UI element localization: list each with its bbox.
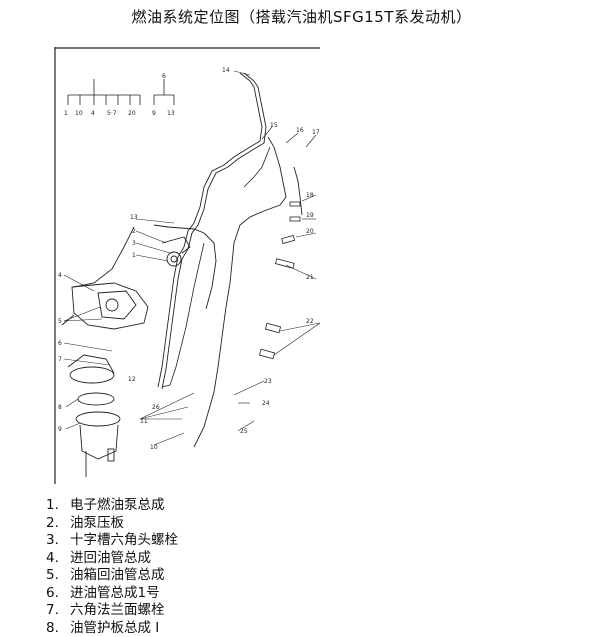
callout-20: 20 — [306, 228, 314, 235]
legend-item: 6.进油管总成1号 — [46, 585, 178, 603]
callout-12: 12 — [128, 376, 136, 383]
callout-23: 23 — [264, 378, 272, 385]
legend-item: 1.电子燃油泵总成 — [46, 497, 178, 515]
callout-11: 11 — [140, 418, 148, 425]
scale-label: 20 — [128, 110, 136, 117]
callout-5: 5 — [58, 318, 62, 325]
legend-number: 1. — [46, 497, 70, 515]
legend-number: 5. — [46, 567, 70, 585]
legend-item: 3.十字槽六角头螺栓 — [46, 532, 178, 550]
legend-label: 油管护板总成 I — [70, 620, 159, 637]
legend-label: 六角法兰面螺栓 — [70, 602, 165, 620]
callout-2: 2 — [132, 228, 136, 235]
callout-17: 17 — [312, 129, 320, 136]
legend-label: 进油管总成1号 — [70, 585, 160, 603]
legend-label: 油箱回油管总成 — [70, 567, 165, 585]
scale-label: 13 — [167, 110, 175, 117]
scale-label: 9 — [152, 110, 156, 117]
callout-15: 15 — [270, 122, 278, 129]
scale-bracket — [68, 79, 174, 105]
scale-label: 4 — [91, 110, 95, 117]
callout-3: 3 — [132, 240, 136, 247]
scale-label: 10 — [75, 110, 83, 117]
legend-label: 油泵压板 — [70, 515, 124, 533]
callout-6: 6 — [58, 340, 62, 347]
legend-number: 7. — [46, 602, 70, 620]
legend-label: 十字槽六角头螺栓 — [70, 532, 178, 550]
legend-item: 8.油管护板总成 I — [46, 620, 178, 637]
legend-item: 2.油泵压板 — [46, 515, 178, 533]
legend-label: 进回油管总成 — [70, 550, 151, 568]
callout-10: 10 — [150, 444, 158, 451]
scale-label: 5·7 — [107, 110, 117, 117]
callout-25: 25 — [240, 428, 248, 435]
fuel-sender-unit — [68, 355, 120, 477]
scale-label: 1 — [64, 110, 68, 117]
callout-16: 16 — [296, 127, 304, 134]
pump-assembly — [62, 283, 148, 329]
legend-number: 3. — [46, 532, 70, 550]
callout-18: 18 — [306, 192, 314, 199]
legend-number: 4. — [46, 550, 70, 568]
callout-22: 22 — [306, 318, 314, 325]
legend-number: 6. — [46, 585, 70, 603]
callout-4: 4 — [58, 272, 62, 279]
callout-9: 9 — [58, 426, 62, 433]
fuel-system-diagram: 1 10 4 5·7 20 6 9 13 — [54, 47, 320, 484]
callout-19: 19 — [306, 212, 314, 219]
scale-label: 6 — [162, 73, 166, 80]
parts-legend: 1.电子燃油泵总成 2.油泵压板 3.十字槽六角头螺栓 4.进回油管总成 5.油… — [46, 497, 178, 637]
page-title: 燃油系统定位图（搭载汽油机SFG15T系发动机） — [0, 6, 603, 27]
callout-21: 21 — [306, 274, 314, 281]
fuel-lines — [74, 73, 302, 447]
callout-8: 8 — [58, 404, 62, 411]
callout-24: 24 — [262, 400, 270, 407]
legend-item: 7.六角法兰面螺栓 — [46, 602, 178, 620]
legend-item: 5.油箱回油管总成 — [46, 567, 178, 585]
callout-1: 1 — [132, 252, 136, 259]
callout-26: 26 — [152, 404, 160, 411]
callout-13: 13 — [130, 214, 138, 221]
legend-number: 2. — [46, 515, 70, 533]
legend-item: 4.进回油管总成 — [46, 550, 178, 568]
legend-label: 电子燃油泵总成 — [70, 497, 165, 515]
callout-7: 7 — [58, 356, 62, 363]
callout-14: 14 — [222, 67, 230, 74]
legend-number: 8. — [46, 620, 70, 637]
